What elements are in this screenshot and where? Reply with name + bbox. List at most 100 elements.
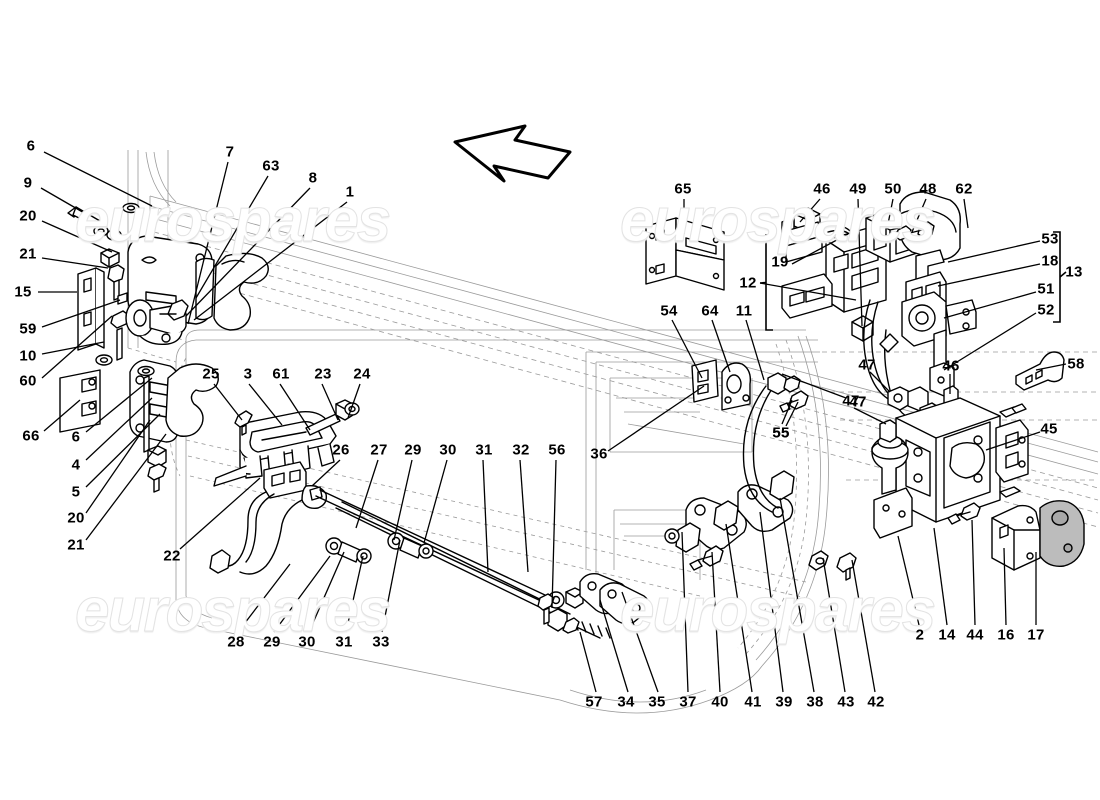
leader-line-26 — [311, 459, 341, 487]
callout-number-49[interactable]: 49 — [849, 180, 867, 198]
callout-number-11[interactable]: 11 — [735, 302, 753, 320]
callout-number-61[interactable]: 61 — [272, 365, 290, 383]
callout-number-6[interactable]: 6 — [26, 137, 36, 155]
leader-line-25 — [213, 383, 243, 421]
callout-number-29[interactable]: 29 — [263, 633, 281, 651]
callout-number-31[interactable]: 31 — [475, 441, 493, 459]
callout-number-54[interactable]: 54 — [660, 302, 678, 320]
callout-number-2[interactable]: 2 — [915, 626, 925, 644]
leader-line-2 — [897, 535, 920, 626]
callout-number-30[interactable]: 30 — [439, 441, 457, 459]
callout-number-52[interactable]: 52 — [1037, 301, 1055, 319]
leader-line-48 — [911, 198, 927, 233]
callout-number-57[interactable]: 57 — [585, 693, 603, 711]
leader-line-32 — [519, 459, 529, 573]
leader-line-55 — [785, 401, 799, 427]
callout-number-10[interactable]: 10 — [19, 347, 37, 365]
callout-number-47[interactable]: 47 — [858, 356, 876, 374]
callout-number-9[interactable]: 9 — [23, 174, 33, 192]
leader-line-54 — [671, 319, 703, 379]
callout-number-20[interactable]: 20 — [19, 207, 37, 225]
leader-line-57 — [579, 631, 597, 693]
callout-number-4[interactable]: 4 — [71, 456, 81, 474]
callout-number-46[interactable]: 46 — [942, 357, 960, 375]
leader-line-47 — [781, 373, 847, 399]
callout-number-56[interactable]: 56 — [548, 441, 566, 459]
callout-number-55[interactable]: 55 — [772, 424, 790, 442]
callout-number-22[interactable]: 22 — [163, 547, 181, 565]
callout-number-8[interactable]: 8 — [308, 169, 318, 187]
callout-number-19[interactable]: 19 — [771, 253, 789, 271]
callout-number-21[interactable]: 21 — [19, 245, 37, 263]
callout-number-46[interactable]: 46 — [813, 180, 831, 198]
callout-number-25[interactable]: 25 — [202, 365, 220, 383]
callout-number-16[interactable]: 16 — [997, 626, 1015, 644]
callout-number-21[interactable]: 21 — [67, 536, 85, 554]
callout-number-64[interactable]: 64 — [701, 302, 719, 320]
callout-number-51[interactable]: 51 — [1037, 280, 1055, 298]
callout-number-27[interactable]: 27 — [370, 441, 388, 459]
callout-number-29[interactable]: 29 — [404, 441, 422, 459]
callout-number-32[interactable]: 32 — [512, 441, 530, 459]
callout-number-30[interactable]: 30 — [298, 633, 316, 651]
callout-number-50[interactable]: 50 — [884, 180, 902, 198]
leader-line-46 — [799, 198, 821, 223]
callout-number-23[interactable]: 23 — [314, 365, 332, 383]
callout-number-41[interactable]: 41 — [744, 693, 762, 711]
callout-number-42[interactable]: 42 — [867, 693, 885, 711]
callout-number-65[interactable]: 65 — [674, 180, 692, 198]
callout-number-62[interactable]: 62 — [955, 180, 973, 198]
callout-number-33[interactable]: 33 — [372, 633, 390, 651]
part-bracket-64 — [721, 362, 752, 411]
callout-number-3[interactable]: 3 — [243, 365, 253, 383]
callout-number-35[interactable]: 35 — [648, 693, 666, 711]
callout-number-28[interactable]: 28 — [227, 633, 245, 651]
leader-line-21 — [41, 257, 109, 269]
callout-number-36[interactable]: 36 — [590, 445, 608, 463]
callout-number-15[interactable]: 15 — [14, 283, 32, 301]
callout-number-12[interactable]: 12 — [739, 274, 757, 292]
callout-number-60[interactable]: 60 — [19, 372, 37, 390]
part-control-rod-27 — [315, 489, 571, 621]
callout-number-66[interactable]: 66 — [22, 427, 40, 445]
callout-number-31[interactable]: 31 — [335, 633, 353, 651]
callout-number-1[interactable]: 1 — [345, 183, 355, 201]
forward-direction-arrow — [453, 124, 572, 183]
callout-number-45[interactable]: 45 — [1040, 420, 1058, 438]
callout-number-63[interactable]: 63 — [262, 157, 280, 175]
leader-line-30 — [308, 551, 345, 633]
callout-number-26[interactable]: 26 — [332, 441, 350, 459]
callout-number-24[interactable]: 24 — [353, 365, 371, 383]
part-cap-17 — [1039, 500, 1085, 567]
callout-number-47[interactable]: 47 — [842, 392, 860, 410]
callout-number-47[interactable]: 47 — [849, 393, 867, 411]
leader-line-10 — [41, 341, 105, 355]
leader-line-20 — [41, 220, 113, 253]
leader-line-3 — [248, 383, 283, 426]
callout-number-34[interactable]: 34 — [617, 693, 635, 711]
bracket-13-tip — [1059, 271, 1067, 278]
callout-number-40[interactable]: 40 — [711, 693, 729, 711]
callout-number-39[interactable]: 39 — [775, 693, 793, 711]
callout-number-53[interactable]: 53 — [1041, 230, 1059, 248]
callout-number-37[interactable]: 37 — [679, 693, 697, 711]
callout-number-48[interactable]: 48 — [919, 180, 937, 198]
callout-number-43[interactable]: 43 — [837, 693, 855, 711]
callout-number-17[interactable]: 17 — [1027, 626, 1045, 644]
callout-number-44[interactable]: 44 — [966, 626, 984, 644]
callout-number-58[interactable]: 58 — [1067, 355, 1085, 373]
callout-number-18[interactable]: 18 — [1041, 252, 1059, 270]
leader-line-53 — [947, 240, 1041, 263]
callout-number-14[interactable]: 14 — [938, 626, 956, 644]
callout-number-7[interactable]: 7 — [225, 143, 235, 161]
callout-number-59[interactable]: 59 — [19, 320, 37, 338]
leader-line-56 — [551, 459, 557, 609]
callout-number-55[interactable]: 55 — [772, 424, 790, 442]
callout-number-5[interactable]: 5 — [71, 483, 81, 501]
callout-number-13[interactable]: 13 — [1065, 263, 1083, 281]
leader-line-49 — [857, 198, 863, 327]
leader-line-29 — [393, 459, 413, 541]
callout-number-6[interactable]: 6 — [71, 428, 81, 446]
callout-number-20[interactable]: 20 — [67, 509, 85, 527]
callout-number-38[interactable]: 38 — [806, 693, 824, 711]
